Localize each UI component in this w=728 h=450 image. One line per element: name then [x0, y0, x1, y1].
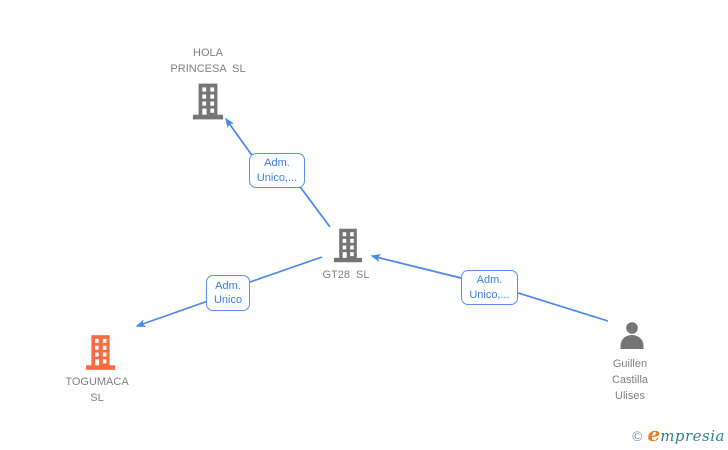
empresia-wordmark: empresia: [647, 422, 725, 446]
edge-label-line: Adm.: [215, 279, 241, 292]
node-togumaca building-icon[interactable]: [85, 334, 116, 371]
node-gt28 building-icon[interactable]: [333, 228, 363, 263]
node-label-togumaca: TOGUMACA SL: [22, 374, 172, 406]
empresia-logo: © empresia: [632, 422, 725, 446]
edge-label-adm-unico-hola[interactable]: Adm. Unico,...: [249, 153, 305, 188]
edge-label-adm-unico-gt28[interactable]: Adm. Unico,...: [461, 270, 518, 305]
node-label-hola-princesa: HOLA PRINCESA SL: [133, 45, 283, 77]
edge-label-line: Unico,...: [469, 288, 510, 301]
node-label-line: Guillen: [612, 358, 648, 370]
node-hola-princesa building-icon[interactable]: [192, 83, 224, 120]
edge-label-line: Unico: [213, 294, 243, 306]
node-label-guillen: Guillen Castilla Ulises: [555, 356, 705, 404]
node-guillen person-icon[interactable]: [617, 322, 647, 349]
copyright-icon: ©: [631, 430, 643, 445]
edge-label-line: Adm.: [264, 157, 290, 169]
node-label-line: Castilla: [611, 374, 649, 386]
node-label-line: TOGUMACA: [65, 376, 129, 388]
node-label-line: GT28 SL: [322, 269, 370, 281]
edge-label-line: Unico,...: [256, 171, 298, 184]
node-label-line: SL: [90, 392, 104, 404]
node-label-line: PRINCESA SL: [170, 63, 246, 75]
edge-label-line: Adm.: [476, 274, 503, 286]
brand-rest: mpresia: [660, 427, 725, 445]
brand-initial: e: [647, 422, 661, 446]
node-label-line: Ulises: [615, 390, 645, 402]
node-label-line: HOLA: [193, 47, 223, 59]
node-label-gt28: GT28 SL: [271, 267, 421, 283]
edge-label-adm-unico-togumaca[interactable]: Adm. Unico: [206, 275, 250, 311]
